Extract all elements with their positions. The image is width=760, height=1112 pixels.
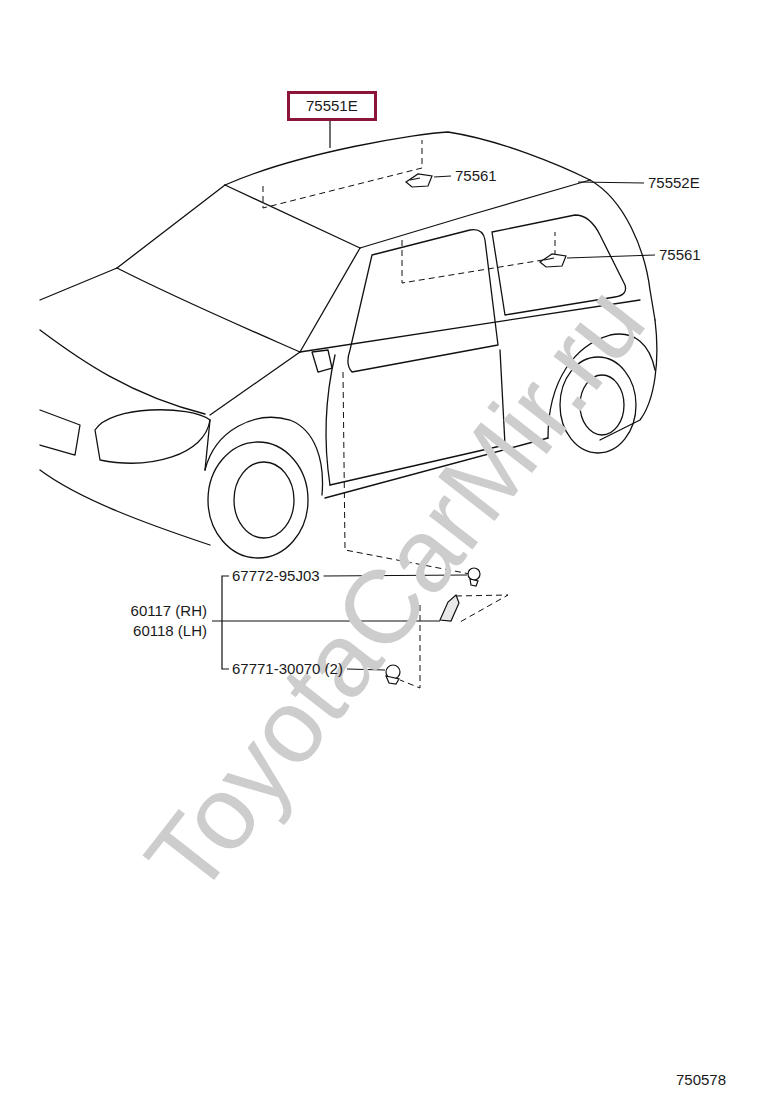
part-number: 67771-30070 (2) xyxy=(232,661,343,678)
car-body xyxy=(95,410,210,463)
callout-box: 75551E xyxy=(287,91,377,121)
part-number: 75561 xyxy=(455,168,497,185)
car-body xyxy=(225,132,590,185)
part-number: 60118 (LH) xyxy=(133,623,207,640)
clip-symbol xyxy=(544,258,554,260)
car-body xyxy=(300,248,360,352)
leader-line xyxy=(567,255,655,258)
clip-symbol xyxy=(540,254,566,267)
dashed-guide xyxy=(263,140,422,208)
car-body xyxy=(205,420,210,470)
part-number: 75552E xyxy=(648,175,700,192)
car-body xyxy=(360,180,590,248)
car-body xyxy=(210,352,300,415)
car-body xyxy=(348,230,498,372)
leader-bracket xyxy=(329,121,330,148)
leader-line xyxy=(578,182,644,183)
car-body xyxy=(117,268,300,352)
leader-bracket xyxy=(222,576,229,669)
car-body xyxy=(326,355,335,485)
car-body xyxy=(40,410,80,455)
car-body xyxy=(208,442,308,558)
car-body xyxy=(225,185,360,248)
car-body xyxy=(205,417,323,495)
car-body xyxy=(117,185,225,268)
dashed-guide xyxy=(402,232,555,283)
part-number: 67772-95J03 xyxy=(232,568,320,585)
part-number: 75551E xyxy=(306,97,358,115)
clip-symbol xyxy=(406,174,432,187)
car-body xyxy=(40,330,205,414)
leader-line xyxy=(434,176,451,177)
part-number: 75561 xyxy=(659,247,701,264)
car-body xyxy=(40,470,210,545)
clip-symbol xyxy=(410,178,420,180)
figure-number: 750578 xyxy=(676,1072,726,1089)
clip-symbol xyxy=(470,579,478,586)
car-body xyxy=(234,462,294,538)
part-number: 60117 (RH) xyxy=(131,603,207,620)
watermark: ToyotaCarMir.ru xyxy=(128,269,662,911)
car-body xyxy=(40,268,117,300)
dashed-guide xyxy=(456,595,508,622)
car-body xyxy=(312,350,332,372)
